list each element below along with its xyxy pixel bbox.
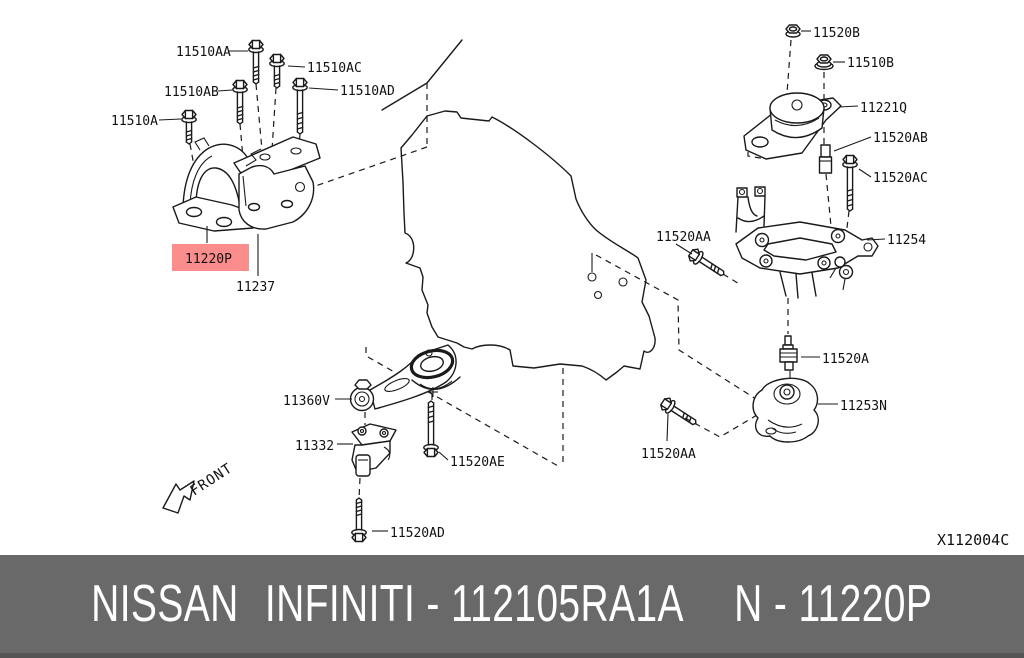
construction-lines — [189, 39, 850, 500]
bolt-11510ad — [292, 77, 308, 135]
banner-shade — [0, 653, 1024, 658]
banner-part-ref: N - 11220P — [734, 574, 933, 633]
insulator-11520a — [779, 335, 798, 386]
callout-11220p[interactable]: 11220P — [185, 252, 232, 267]
callout-11520a[interactable]: 11520A — [822, 352, 869, 367]
callout-11510ad[interactable]: 11510AD — [340, 84, 395, 99]
callout-11520ac[interactable]: 11520AC — [873, 171, 928, 186]
callout-11520aa-upper[interactable]: 11520AA — [656, 230, 711, 245]
part-drawing-mount-11253n — [752, 377, 819, 443]
callout-11510a[interactable]: 11510A — [111, 114, 158, 129]
nut-11520b — [785, 24, 801, 38]
leader-lines — [158, 30, 886, 532]
front-direction-indicator: FRONT — [162, 460, 236, 514]
bolt-11520ae — [423, 400, 439, 458]
banner-catalog-ref: INFINITI - 112105RA1A — [265, 574, 685, 633]
catalog-banner: NISSAN INFINITI - 112105RA1A N - 11220P — [0, 555, 1024, 658]
parts-diagram: 11220P 11510AA 11510AC 11510AB 11510AD 1… — [111, 24, 1009, 549]
part-drawing-engine-mount-11220p — [172, 137, 260, 232]
callout-11520ad[interactable]: 11520AD — [390, 526, 445, 541]
part-drawing-mount-11221q — [743, 92, 842, 160]
spacer-11520ab — [818, 144, 833, 174]
callout-11520b[interactable]: 11520B — [813, 26, 860, 41]
bolt-11510ac — [269, 53, 285, 89]
banner-brand: NISSAN — [91, 574, 239, 633]
callout-11510b[interactable]: 11510B — [847, 56, 894, 71]
callout-11520aa-lower[interactable]: 11520AA — [641, 447, 696, 462]
callout-11510ab[interactable]: 11510AB — [164, 85, 219, 100]
bolt-11520ad — [351, 497, 367, 543]
callout-11254[interactable]: 11254 — [887, 233, 926, 248]
callout-11510ac[interactable]: 11510AC — [307, 61, 362, 76]
drawing-code: X112004C — [937, 531, 1009, 549]
callout-11520ae[interactable]: 11520AE — [450, 455, 505, 470]
bolt-11520aa-upper — [686, 246, 729, 282]
bolt-11510aa — [248, 39, 264, 85]
callouts: 11510AA 11510AC 11510AB 11510AD 11510A 1… — [111, 26, 928, 541]
part-drawing-torque-rod-11360v — [349, 344, 461, 412]
bolt-11520aa-lower — [658, 395, 701, 431]
part-drawing-bracket-11332 — [351, 423, 397, 477]
bolt-11520ac — [842, 154, 858, 212]
bolt-11510a — [181, 109, 197, 145]
callout-11221q[interactable]: 11221Q — [860, 101, 907, 116]
engine-block-outline — [381, 39, 656, 381]
part-drawing-bracket-11237 — [233, 136, 321, 230]
callout-11253n[interactable]: 11253N — [840, 399, 887, 414]
callout-11237[interactable]: 11237 — [236, 280, 275, 295]
front-label: FRONT — [187, 460, 235, 499]
callout-11360v[interactable]: 11360V — [283, 394, 330, 409]
part-drawing-bracket-11254 — [735, 186, 879, 299]
callout-11332[interactable]: 11332 — [295, 439, 334, 454]
highlight-box-11220p[interactable] — [172, 244, 249, 271]
callout-11510aa[interactable]: 11510AA — [176, 45, 231, 60]
bolt-11510ab — [232, 79, 248, 125]
callout-11520ab[interactable]: 11520AB — [873, 131, 928, 146]
nut-11510b — [814, 54, 834, 71]
